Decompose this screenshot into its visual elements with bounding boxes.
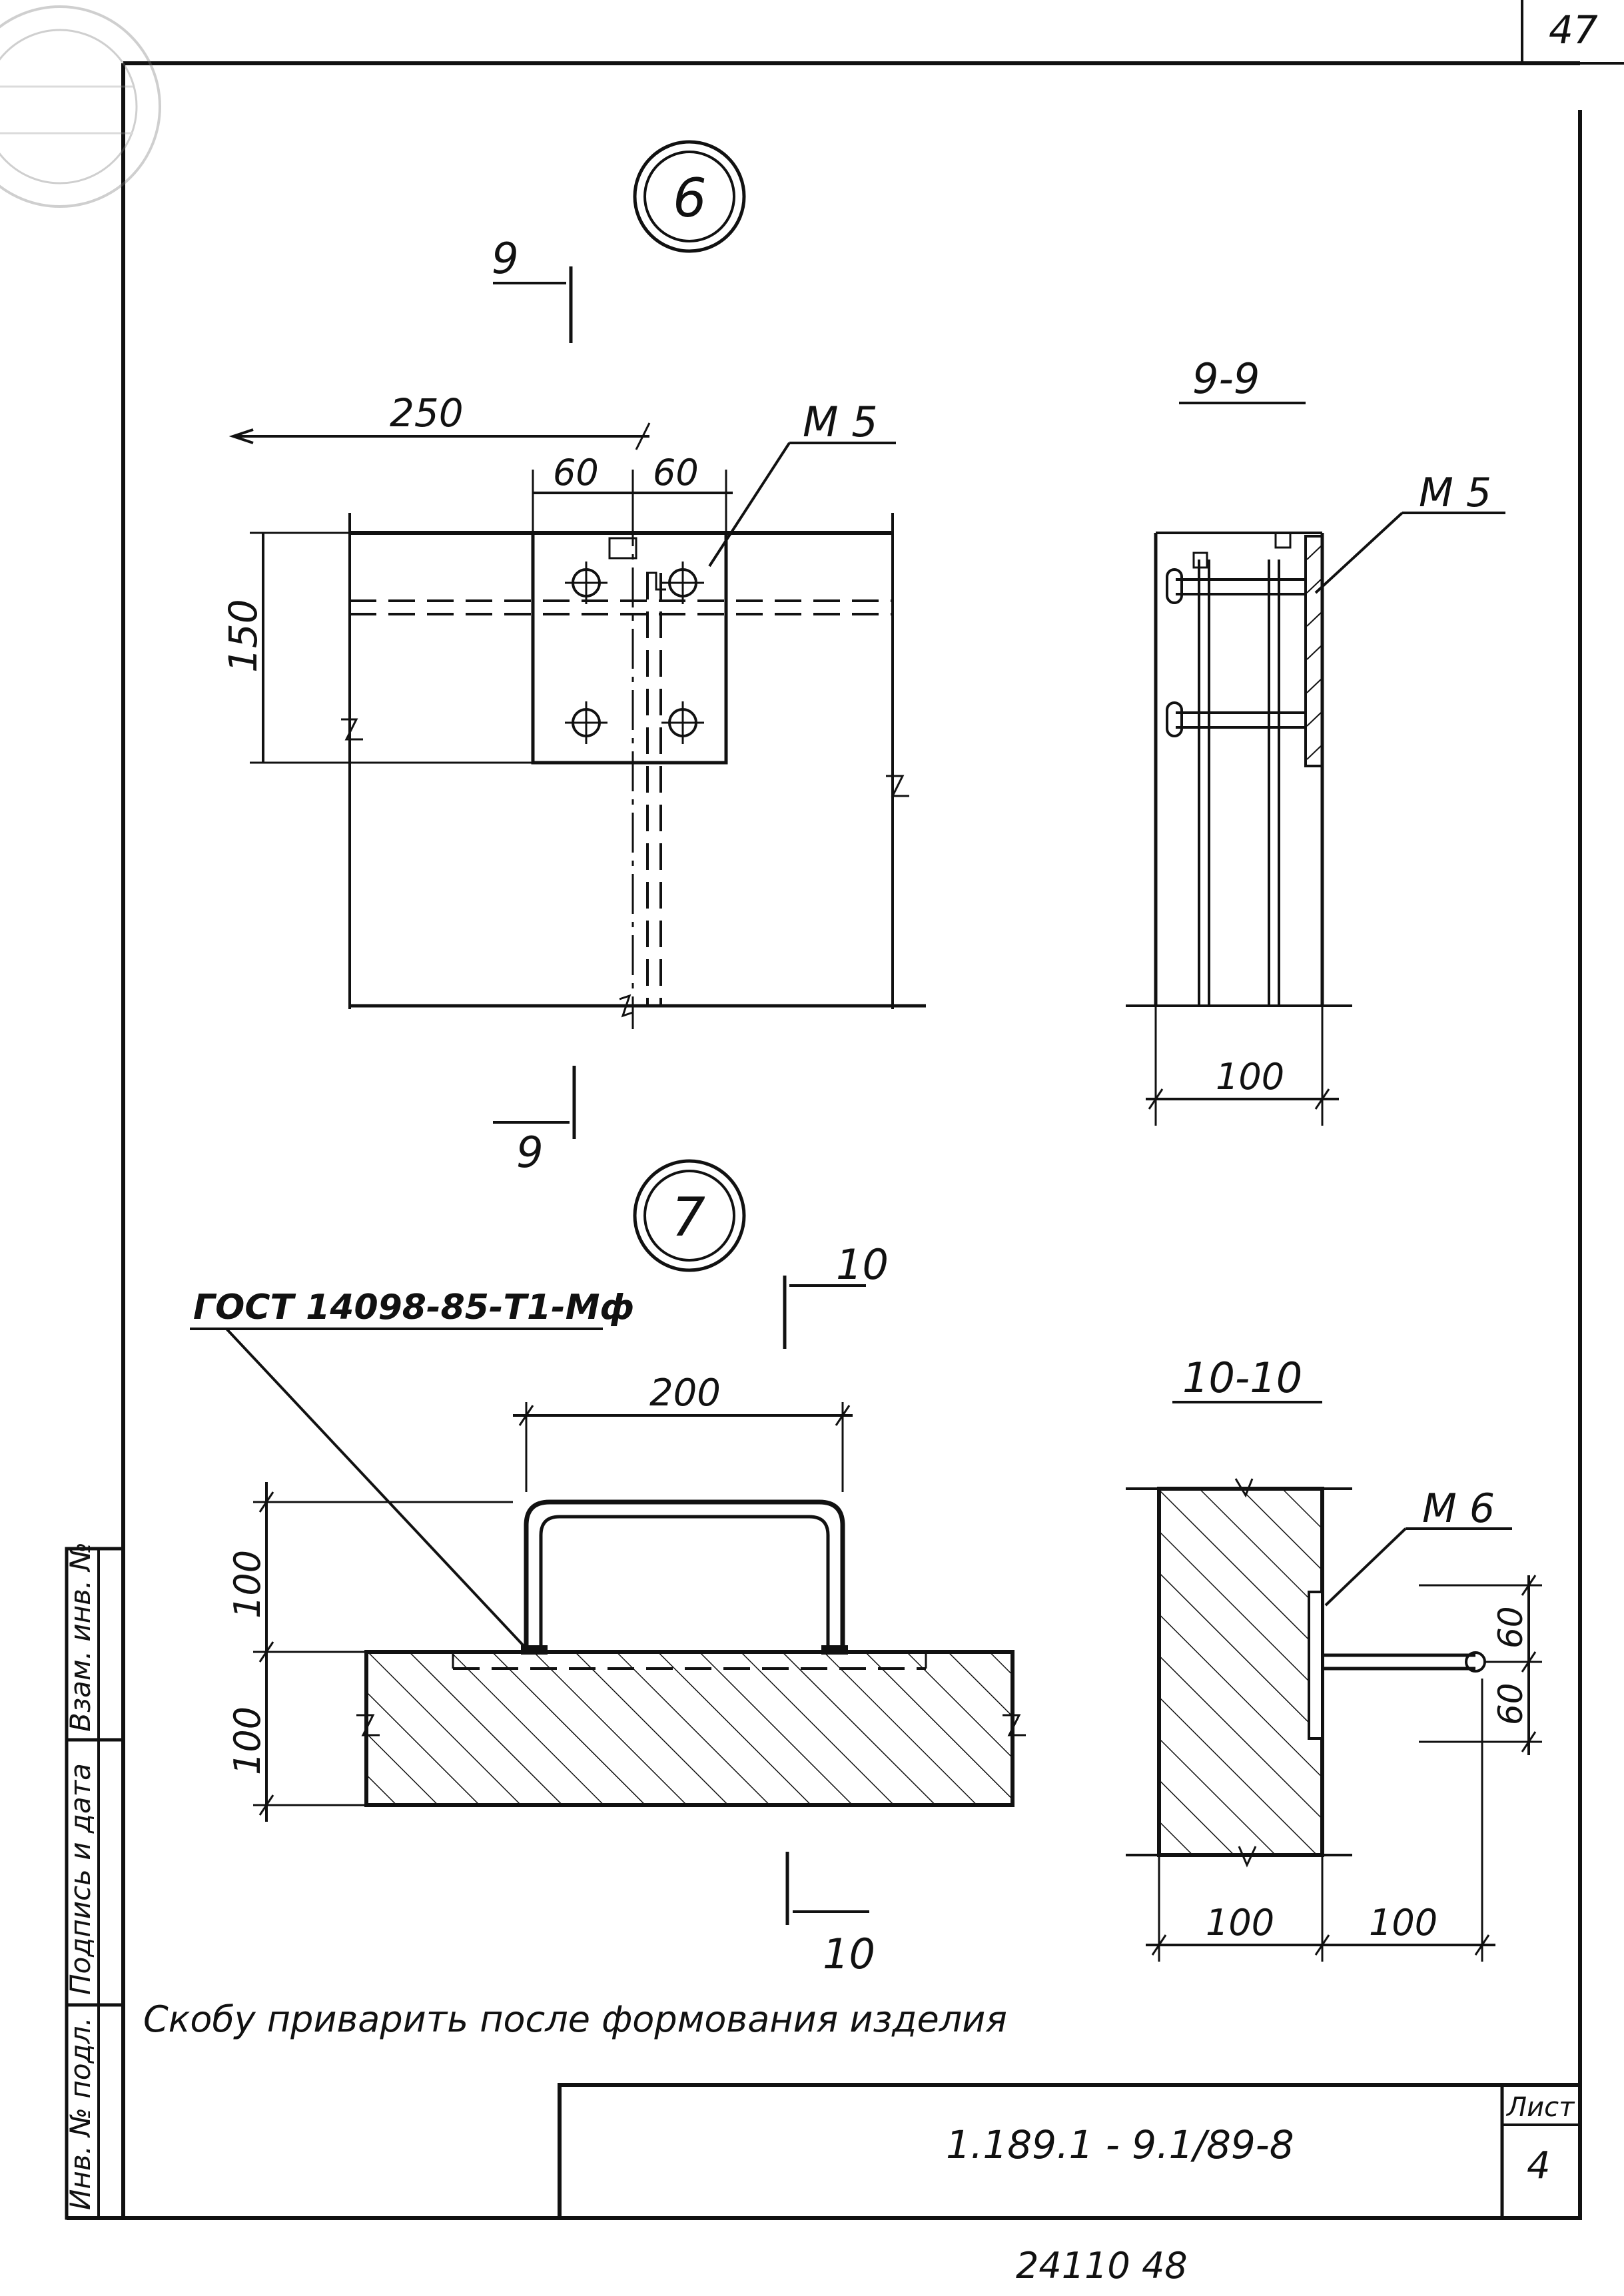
anchor-hole (565, 701, 608, 744)
concrete-section (1157, 1487, 1324, 1857)
section-10-10: 10-10 М 6 60 60 100 100 (1126, 1353, 1542, 1962)
node-6-plan: 6 9 250 60 60 М 5 150 (220, 140, 926, 1178)
section-9-9: 9-9 М 5 100 (1126, 354, 1505, 1126)
section-9-9-dim-width: 100 (1216, 1056, 1284, 1098)
stamp-cell-replacement: Взам. инв. № (64, 1542, 97, 1732)
node-7-cut-label-top: 10 (836, 1240, 889, 1289)
section-10-10-dim-right: 100 (1369, 1902, 1437, 1944)
anchor-hole (661, 562, 704, 604)
stamp-cell-signature-date: Подпись и дата (64, 1763, 97, 1995)
node-6-marker (633, 140, 746, 253)
node-7-gost-label: ГОСТ 14098-85-Т1-Мф (193, 1288, 634, 1328)
section-10-10-title: 10-10 (1182, 1353, 1302, 1402)
node-6-dim-left: 60 (553, 452, 599, 494)
node-7-plan: 7 10 ГОСТ 14098-85-Т1-Мф 200 100 100 (190, 1159, 1026, 1978)
anchor-hole (565, 562, 608, 604)
section-10-10-dim-left: 100 (1206, 1902, 1274, 1944)
section-9-9-leader-label: М 5 (1419, 470, 1491, 516)
node-6-leader-label: М 5 (803, 398, 878, 446)
document-designation: 1.189.1 - 9.1/89-8 (946, 2122, 1294, 2167)
node-6-dim-right: 60 (653, 452, 699, 494)
node-7-cut-label-bottom: 10 (823, 1930, 875, 1978)
anchor-hole (661, 701, 704, 744)
node-6-dim-total: 250 (390, 390, 464, 436)
node-6-cut-label-bottom: 9 (516, 1128, 544, 1178)
node-7-number: 7 (671, 1186, 705, 1248)
title-block: Лист 4 1.189.1 - 9.1/89-8 (558, 2083, 1582, 2220)
node-6-number: 6 (673, 167, 707, 229)
node-7-marker (633, 1159, 746, 1272)
section-10-10-dim-up: 60 (1491, 1606, 1530, 1649)
concrete-panel (364, 1650, 1015, 1807)
section-10-10-dim-down: 60 (1491, 1683, 1530, 1725)
node-7-dim-top: 100 (226, 1550, 268, 1619)
sheet-frame (67, 0, 1624, 2220)
node-6-dim-height: 150 (220, 599, 266, 673)
welding-note: Скобу приварить после формования изделия (143, 1998, 1007, 2040)
sheet-number: 4 (1527, 2144, 1551, 2187)
page-number-top: 47 (1549, 7, 1598, 53)
archive-stamp-watermark (0, 5, 161, 208)
section-10-10-leader-label: М 6 (1422, 1485, 1495, 1532)
archive-number: 24110 48 (1016, 2245, 1188, 2287)
node-6-cut-label-top: 9 (492, 234, 519, 284)
node-7-dim-bottom: 100 (226, 1707, 268, 1775)
node-7-dim-width: 200 (649, 1371, 721, 1415)
left-stamp: Взам. инв. № Подпись и дата Инв. № подл. (64, 1542, 125, 2220)
section-9-9-title: 9-9 (1192, 354, 1260, 403)
sheet-label: Лист (1505, 2092, 1575, 2123)
stamp-cell-inventory: Инв. № подл. (64, 2017, 97, 2210)
